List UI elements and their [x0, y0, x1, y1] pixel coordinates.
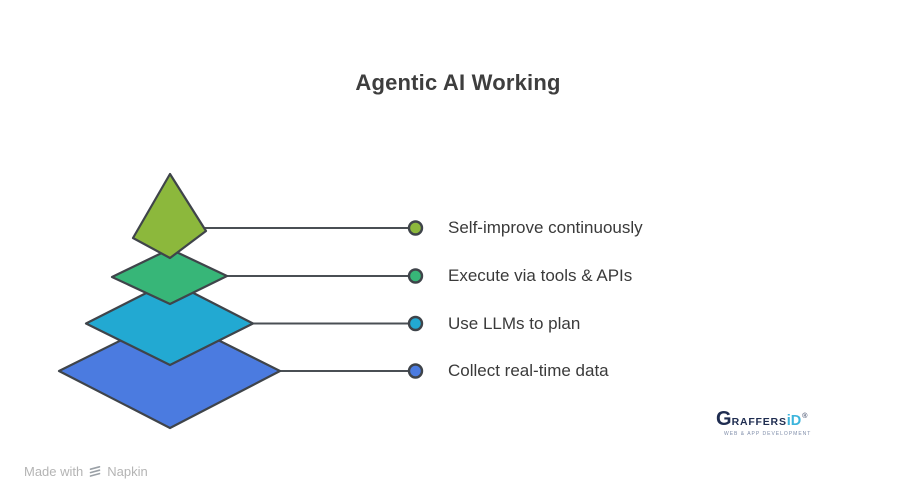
bullet-dot-2 [407, 268, 424, 284]
pyramid-layer-bottom [57, 314, 282, 430]
bullet-dot-1 [407, 220, 424, 236]
graffersid-tagline: WEB & APP DEVELOPMENT [724, 431, 812, 437]
bullet-dot-3 [407, 315, 424, 332]
napkin-watermark[interactable]: Made with Napkin [24, 464, 148, 479]
level-label-2: Execute via tools & APIs [448, 266, 633, 285]
napkin-brand-text: Napkin [107, 464, 148, 479]
registered-mark: ® [802, 413, 808, 420]
pyramid-layer-top [131, 172, 208, 260]
level-label-3: Use LLMs to plan [448, 313, 581, 333]
level-label-1: Self-improve continuously [448, 218, 643, 237]
graffersid-accent: iD [786, 413, 802, 429]
graffersid-name: RAFFERS [731, 416, 787, 428]
graffersid-initial: G [716, 408, 732, 430]
pyramid-layer-second [110, 247, 229, 306]
made-with-text: Made with [24, 464, 84, 479]
level-label-4: Collect real-time data [448, 361, 609, 380]
bullet-dot-4 [407, 363, 424, 379]
napkin-logo-icon [89, 465, 101, 477]
diagram-title: Agentic AI Working [355, 70, 561, 95]
pyramid-layer-third [84, 279, 255, 367]
